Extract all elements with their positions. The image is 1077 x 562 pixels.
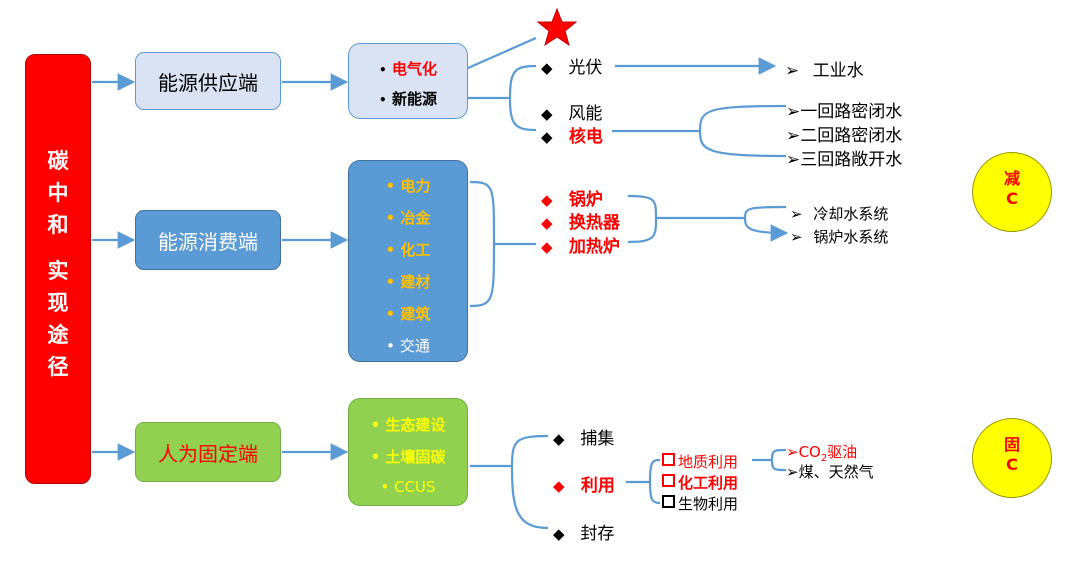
- geo-utilization-node: 地质利用: [662, 451, 738, 472]
- utilize-node: ◆ 利用: [553, 476, 615, 496]
- heater-node: ◆ 加热炉: [541, 237, 620, 257]
- supply-item-electrification: • 电气化: [379, 60, 437, 78]
- arrow-bullet-icon: ➢: [786, 126, 801, 146]
- diamond-icon: ◆: [541, 191, 553, 209]
- fix-item-ccus: • CCUS: [380, 478, 436, 496]
- sector-construction: • 建筑: [385, 305, 431, 323]
- arrow-bullet-icon: ➢: [790, 205, 803, 223]
- checkbox-square-icon: [662, 495, 675, 508]
- diamond-icon: ◆: [553, 430, 565, 448]
- sector-chemical: • 化工: [385, 241, 431, 259]
- sector-metallurgy: • 冶金: [385, 209, 431, 227]
- arrow-bullet-icon: ➢: [786, 150, 801, 170]
- checkbox-square-icon: [662, 453, 675, 466]
- arrow-bullet-icon: ➢: [786, 443, 799, 461]
- root-label-part1: 碳 中 和: [47, 149, 69, 237]
- bio-utilization-node: 生物利用: [662, 493, 738, 514]
- coal-gas-node: ➢煤、天然气: [786, 463, 874, 481]
- checkbox-square-icon: [662, 474, 675, 487]
- industrial-water-node: ➢ 工业水: [785, 61, 864, 81]
- co2-eor-node: ➢CO2驱油: [786, 443, 858, 464]
- energy-supply-node: 能源供应端: [135, 52, 281, 110]
- diamond-icon: ◆: [553, 477, 565, 495]
- root-label-part2: 实 现 途 径: [47, 259, 69, 379]
- fix-item-soil: • 土壤固碳: [370, 448, 446, 466]
- capture-node: ◆ 捕集: [553, 429, 615, 449]
- chem-utilization-node: 化工利用: [662, 472, 738, 493]
- reduce-carbon-badge: 减 C: [972, 152, 1052, 232]
- carbon-neutral-root: 碳 中 和 实 现 途 径: [25, 54, 91, 484]
- loop2-node: ➢二回路密闭水: [786, 126, 903, 146]
- boiler-node: ◆ 锅炉: [541, 190, 603, 210]
- loop1-node: ➢一回路密闭水: [786, 102, 903, 122]
- fix-carbon-badge: 固 C: [972, 418, 1052, 498]
- consume-sectors-box: • 电力 • 冶金 • 化工 • 建材 • 建筑 • 交通: [348, 160, 468, 362]
- diamond-icon: ◆: [541, 214, 553, 232]
- diamond-icon: ◆: [541, 105, 553, 123]
- diamond-icon: ◆: [541, 128, 553, 146]
- star-icon: [537, 8, 577, 46]
- fix-item-ecology: • 生态建设: [370, 416, 446, 434]
- diamond-icon: ◆: [553, 525, 565, 543]
- energy-consume-node: 能源消费端: [135, 210, 281, 270]
- sector-building-materials: • 建材: [385, 273, 431, 291]
- wind-node: ◆ 风能: [541, 104, 603, 124]
- artificial-fixation-node: 人为固定端: [135, 422, 281, 482]
- arrow-bullet-icon: ➢: [786, 463, 799, 481]
- supply-methods-box: • 电气化 • 新能源: [348, 43, 468, 119]
- pv-node: ◆ 光伏: [541, 58, 603, 78]
- diamond-icon: ◆: [541, 59, 553, 77]
- sector-power: • 电力: [385, 177, 431, 195]
- fixation-methods-box: • 生态建设 • 土壤固碳 • CCUS: [348, 398, 468, 506]
- arrow-bullet-icon: ➢: [786, 102, 801, 122]
- supply-item-new-energy: • 新能源: [379, 90, 437, 108]
- nuclear-node: ◆ 核电: [541, 127, 603, 147]
- loop3-node: ➢三回路敞开水: [786, 150, 903, 170]
- arrow-bullet-icon: ➢: [790, 228, 803, 246]
- cooling-water-node: ➢ 冷却水系统: [790, 205, 889, 223]
- boiler-water-node: ➢ 锅炉水系统: [790, 228, 889, 246]
- storage-node: ◆ 封存: [553, 524, 615, 544]
- heat-exchanger-node: ◆ 换热器: [541, 213, 620, 233]
- sector-transport: • 交通: [386, 337, 430, 355]
- arrow-bullet-icon: ➢: [785, 61, 800, 81]
- diamond-icon: ◆: [541, 238, 553, 256]
